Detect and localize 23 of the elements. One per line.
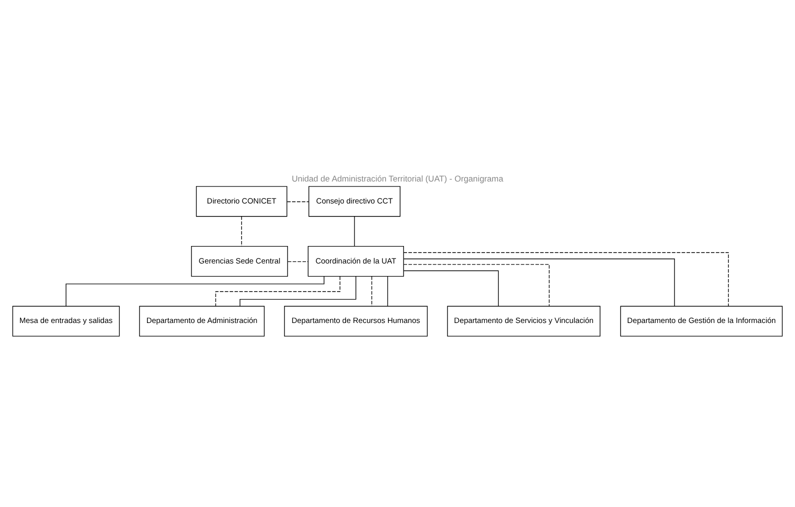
connector bbox=[215, 276, 340, 306]
diagram-title: Unidad de Administración Territorial (UAT) - Organigrama bbox=[292, 172, 504, 183]
node-box: Departamento de Gestión de la Información bbox=[620, 305, 783, 336]
connector bbox=[403, 252, 729, 306]
connector bbox=[403, 270, 499, 306]
connector bbox=[288, 260, 308, 262]
connector bbox=[241, 216, 242, 246]
connector bbox=[371, 276, 372, 306]
node-box: Consejo directivo CCT bbox=[308, 186, 400, 216]
connector bbox=[286, 200, 310, 202]
connector bbox=[354, 216, 355, 246]
node-box: Coordinación de la UAT bbox=[308, 245, 404, 276]
node-box: Departamento de Servicios y Vinculación bbox=[447, 305, 600, 336]
connector bbox=[387, 276, 388, 306]
node-box: Directorio CONICET bbox=[196, 186, 288, 216]
connector bbox=[66, 276, 324, 306]
node-box: Gerencias Sede Central bbox=[191, 245, 288, 276]
connector bbox=[403, 264, 550, 306]
connector bbox=[404, 258, 675, 306]
node-box: Departamento de Recursos Humanos bbox=[284, 305, 428, 336]
node-box: Mesa de entradas y salidas bbox=[12, 305, 120, 336]
node-box: Departamento de Administración bbox=[139, 305, 265, 336]
connector bbox=[240, 275, 356, 306]
